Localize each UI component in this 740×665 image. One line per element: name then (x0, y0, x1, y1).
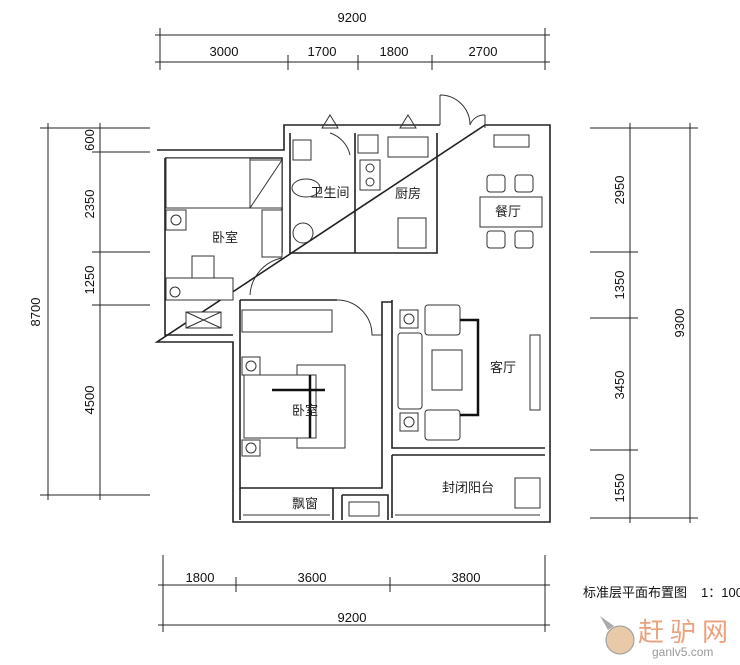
dim-right-4: 1550 (612, 474, 627, 503)
dining-table (479, 196, 543, 228)
dim-right-1: 2950 (612, 176, 627, 205)
dim-bottom-total: 9200 (338, 610, 367, 625)
dim-bottom-3: 3800 (452, 570, 481, 585)
plan-title: 标准层平面布置图 (583, 586, 688, 601)
sofa (397, 332, 423, 410)
plan-caption: 标准层平面布置图 1：100 (583, 582, 740, 601)
dim-left-3: 1250 (82, 266, 97, 295)
stove (359, 159, 381, 191)
dim-top-2: 1700 (308, 44, 337, 59)
closet-hanging (261, 209, 283, 258)
watermark-url: ganlv5.com (652, 645, 714, 659)
toilet (291, 178, 321, 198)
plan-scale: 1：100 (701, 585, 740, 600)
washing-machine (514, 477, 541, 509)
room-label-living: 客厅 (490, 360, 516, 376)
bed-secondary (165, 157, 251, 209)
dim-right-3: 3450 (612, 371, 627, 400)
coffee-table (431, 349, 463, 391)
tv-cabinet (529, 334, 541, 411)
watermark-name: 赶驴网 (638, 618, 735, 648)
shower (292, 139, 312, 161)
dim-bottom-1: 1800 (186, 570, 215, 585)
dimension-lines (40, 28, 698, 632)
armchair (424, 409, 461, 441)
dim-left-1: 600 (82, 129, 97, 151)
dim-top-1: 3000 (210, 44, 239, 59)
desk (165, 277, 234, 301)
room-label-bathroom: 卫生间 (310, 186, 349, 201)
room-label-kitchen: 厨房 (395, 186, 421, 202)
room-label-bedroom-secondary: 卧室 (212, 230, 238, 246)
dim-top-3: 1800 (380, 44, 409, 59)
donkey-logo-icon (600, 616, 635, 655)
fridge (397, 217, 427, 249)
sink (387, 136, 429, 158)
room-label-bay-window: 飘窗 (292, 496, 318, 512)
dim-top-total: 9200 (338, 10, 367, 25)
room-label-dining: 餐厅 (495, 204, 521, 220)
wardrobe-master (241, 309, 333, 333)
doors (249, 94, 486, 336)
dim-top-4: 2700 (469, 44, 498, 59)
watermark: 赶驴网 ganlv5.com (598, 612, 740, 665)
dim-left-2: 2350 (82, 190, 97, 219)
room-label-bedroom-master: 卧室 (292, 403, 318, 419)
armchair (424, 304, 461, 336)
dim-right-2: 1350 (612, 271, 627, 300)
washbasin (292, 222, 314, 244)
dim-left-total: 8700 (28, 298, 43, 327)
furniture (165, 134, 543, 517)
room-label-balcony: 封闭阳台 (442, 481, 494, 496)
walls (154, 124, 551, 523)
dim-right-total: 9300 (672, 309, 687, 338)
dim-left-4: 4500 (82, 386, 97, 415)
bed-master (243, 374, 317, 439)
chair (191, 255, 215, 279)
dim-bottom-2: 3600 (298, 570, 327, 585)
